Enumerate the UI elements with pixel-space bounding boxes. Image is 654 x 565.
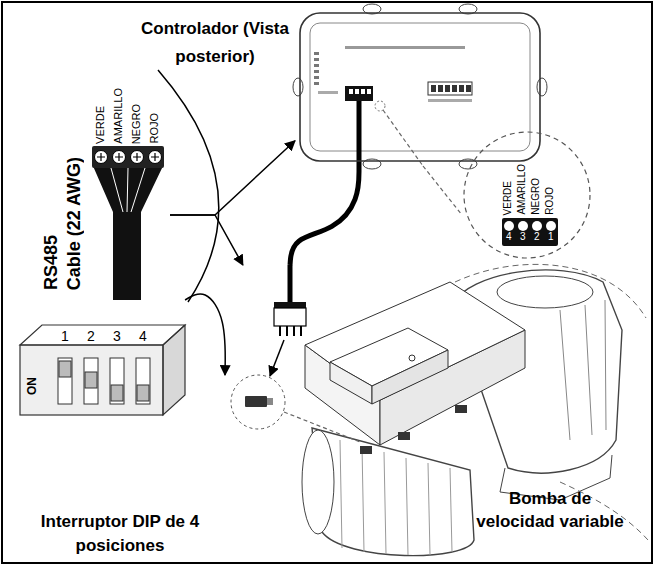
terminal-screw [504,221,514,231]
terminal-screw [532,221,542,231]
switch-number: 2 [87,328,95,344]
terminal-screw [546,221,556,231]
keypad-button [409,355,415,361]
switch-lever [59,361,71,377]
mounting-ear [537,78,547,96]
curved-guide-line [158,70,219,302]
switch-number: 3 [113,328,121,344]
port-marking [318,91,338,94]
motor-body [312,428,474,556]
pin-number: 1 [548,231,554,242]
switch-side [163,325,185,415]
component-caption: Interruptor DIP de 4 posiciones [40,510,200,558]
terminal-strip [428,82,472,95]
variable-speed-pump: Bomba de velocidad variable [225,265,650,560]
rs485-port [345,86,373,101]
insert-arrow [270,340,284,376]
motor-fins [340,440,452,555]
wire-separators [111,168,145,212]
detail-leader [423,166,462,215]
switch-number: 4 [139,328,147,344]
wire-color: AMARILLO [517,164,527,215]
cable [288,265,293,305]
detail-outline [464,132,590,258]
label-bar [345,46,465,49]
node-shape [462,130,592,260]
switch-outline [163,325,185,415]
wire-color: VERDE [95,106,106,144]
pointer-arrow [170,215,243,265]
cable-spec: Cable (22 AWG) [65,157,83,290]
wire-color: VERDE [503,181,513,215]
cable-gland [398,432,410,440]
switch-number: 1 [61,328,69,344]
pin-number: 2 [534,231,540,242]
on-marking: ON [26,377,38,395]
controller-heading: Controlador (Vista posterior) [130,15,300,71]
motor-end-bell [302,430,334,534]
wire-color: NEGRO [131,104,142,144]
strainer-lid [497,276,593,308]
component-caption: Bomba de velocidad variable [475,487,625,533]
switch-lever [111,385,123,401]
switch-slot [110,358,124,404]
switch-top [20,325,185,345]
controller-outline [300,13,540,161]
mounting-ear [293,78,303,96]
plug-pins [280,326,301,336]
terminal-contacts [431,85,471,92]
cable-bundle [93,166,163,300]
cable [357,101,362,166]
switch-front [20,345,163,415]
leader-line [383,110,423,166]
pump-socket [245,396,267,407]
switch-outline [20,325,185,345]
port-pins [349,89,371,94]
cable-gland [455,405,467,413]
cable-gland [360,446,372,454]
terminal-screw [518,221,528,231]
detail-circle [231,375,285,429]
switch-slot [58,358,72,404]
dashed-outline [455,264,646,318]
wire-color: AMARILLO [113,88,124,144]
keypad-front [330,362,372,404]
leader-line [284,412,360,442]
housing-ribs [560,300,606,440]
terminal-block [92,146,164,168]
pin-number: 3 [520,231,526,242]
inner-bezel [310,23,530,151]
node-shape [295,8,545,166]
indicator-dots [314,52,319,85]
plug-cap [274,302,306,308]
rs485-cable: VERDE AMARILLO NEGRO ROJO RS485 Cable (22 AWG… [40,90,170,300]
dip-switch: ON1234Interruptor DIP de 4 posiciones [15,300,205,550]
plug-body [274,308,306,326]
switch-lever [137,385,149,401]
switch-lever [85,372,97,388]
keypad-side [372,350,448,404]
wire-color: ROJO [545,187,555,215]
pointer-arrow [185,294,225,375]
communication-cable [290,166,359,265]
wire-color: NEGRO [531,178,541,215]
terminal-detail-circle: VERDE AMARILLO NEGRO ROJO 4321 [462,130,592,260]
controller-unit: Controlador (Vista posterior) [295,8,545,166]
terminal-block [502,218,558,246]
screw-slots [97,153,159,161]
wire-color: ROJO [149,113,160,144]
pin-number: 4 [506,231,512,242]
pointer-arrow [170,141,295,215]
detail-marker [375,101,385,111]
switch-outline [20,345,163,415]
terminal-marking [428,99,472,102]
switch-slot [136,358,150,404]
cable-name: RS485 [42,235,60,290]
switch-slot [84,358,98,404]
pump-socket-tab [267,398,273,405]
